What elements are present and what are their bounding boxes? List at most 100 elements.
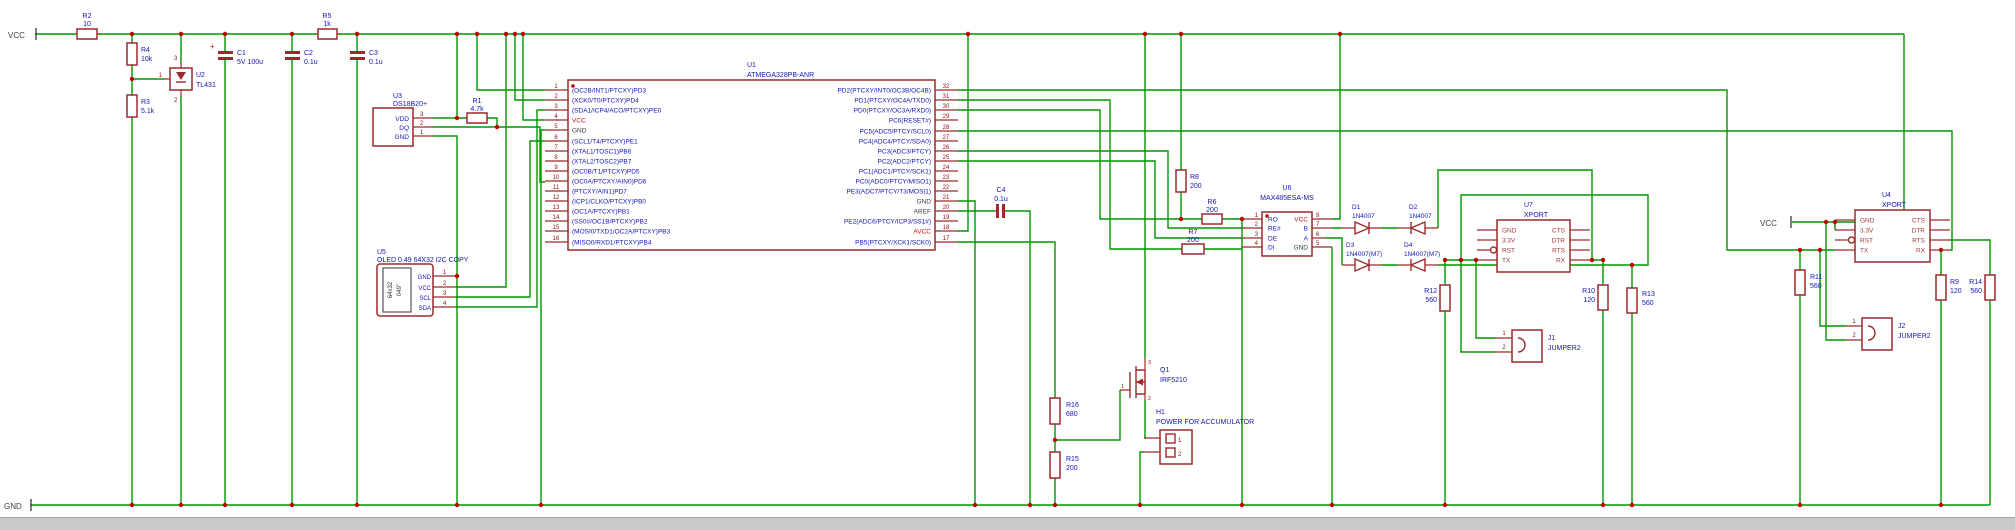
resistor-R15[interactable]: R15 200	[1049, 451, 1079, 479]
resistor-R13[interactable]: R13 560	[1626, 287, 1655, 314]
xport-module-U7[interactable]: U7 XPORT GND 3.3V RST TX CTS DTR RTS RX	[1477, 202, 1590, 273]
resistor-R7[interactable]: R7 200	[1181, 229, 1205, 255]
pin-name: VCC	[572, 118, 586, 125]
pin-number: 23	[943, 175, 950, 181]
capacitor-C1[interactable]: + C1 5V 100u	[210, 42, 263, 66]
resistor-R8[interactable]: R8 200	[1175, 169, 1202, 193]
pin-number: 20	[943, 205, 950, 211]
resistor-R6[interactable]: R6 200	[1201, 199, 1223, 225]
pin-name: PD1(PTCXY/OC4A/TXD0)	[854, 98, 931, 105]
pin-name: GND	[1860, 218, 1875, 225]
ref-label: U4	[1882, 192, 1891, 199]
resistor-R1[interactable]: R1 4.7k	[466, 98, 488, 124]
pin-name: (XCK0/T0/PTCXY)PD4	[572, 98, 639, 105]
pin-number: 3	[554, 104, 558, 110]
gnd-flag[interactable]: GND	[4, 499, 32, 511]
value-label: 1k	[323, 21, 331, 28]
pin-number: 3	[1148, 360, 1151, 366]
value-label: MAX485ESA-MS	[1260, 195, 1314, 202]
oled-module-U5[interactable]: 64x32 049" U5 OLED 0.49 64X32 I2C COPY G…	[376, 249, 469, 317]
pin-number: 1	[554, 84, 558, 90]
polarity-plus-icon: +	[210, 42, 215, 51]
ref-label: U3	[393, 93, 402, 100]
resistor-R10[interactable]: R10 120	[1582, 284, 1609, 311]
connector-H1[interactable]: 1 2 H1 POWER FOR ACCUMULATOR	[1144, 409, 1254, 465]
resistor-R5[interactable]: R5 1k	[317, 13, 338, 40]
resistor-R12[interactable]: R12 560	[1424, 284, 1451, 312]
pin-name: (MISO0/RXD1/PTCXY)PB4	[572, 240, 652, 247]
value-label: 200	[1187, 237, 1199, 244]
vcc-flag-right[interactable]: VCC	[1760, 216, 1792, 228]
pin-number: 4	[443, 301, 447, 307]
value-label: 560	[1970, 288, 1982, 295]
pin-name: (SS0#/OC1B/PTCXY)PB2	[572, 219, 648, 226]
pin-number: 9	[554, 165, 558, 171]
pin-name: RX	[1556, 258, 1566, 265]
pin-name: PB5(PTCXY/XCK1/SCK0)	[855, 240, 931, 247]
shunt-regulator-U2[interactable]: 1 3 2 U2 TL431	[159, 56, 216, 104]
resistor-R9[interactable]: R9 120	[1935, 274, 1962, 301]
ref-label: D1	[1352, 204, 1361, 211]
pin-name: DTR	[1552, 238, 1566, 245]
pin-number: 18	[943, 225, 950, 231]
resistor-R11[interactable]: R11 560	[1794, 269, 1822, 296]
capacitor-C4[interactable]: C4 0.1u	[994, 187, 1008, 218]
pin-number: 2	[443, 281, 447, 287]
ref-label: R4	[141, 47, 150, 54]
horizontal-scrollbar[interactable]	[0, 517, 2015, 530]
pin-name: RTS	[1912, 238, 1926, 245]
jumper-J2[interactable]: 1 2 J2 JUMPER2	[1846, 317, 1931, 351]
mosfet-Q1[interactable]: 3 1 2 Q1 IRF5210	[1120, 358, 1187, 402]
pin-name: (SDA1/ICP4/ACO/PTCXY)PE0	[572, 108, 662, 115]
ref-label: R10	[1582, 288, 1595, 295]
ref-label: D4	[1404, 242, 1413, 249]
diode-D2[interactable]: D2 1N4007	[1398, 204, 1438, 236]
pin-number: 3	[420, 112, 424, 118]
value-label: XPORT	[1524, 212, 1549, 219]
ref-label: C3	[369, 50, 378, 57]
pin-number: 3	[1255, 232, 1259, 238]
value-label: OLED 0.49 64X32 I2C COPY	[377, 257, 469, 264]
ref-label: J1	[1548, 335, 1556, 342]
rs485-transceiver-U6[interactable]: U6 MAX485ESA-MS 1 2 3 4 RO RE# DE DI 8 7…	[1242, 185, 1332, 257]
value-label: ATMEGA328PB-ANR	[747, 72, 814, 79]
pin1-marker-icon	[1265, 214, 1269, 218]
value-label: JUMPER2	[1548, 345, 1581, 352]
pin-number: 25	[943, 155, 950, 161]
ref-label: U1	[747, 62, 756, 69]
pin-number: 30	[943, 104, 950, 110]
value-label: 0.1u	[994, 196, 1008, 203]
pin-number: 1	[1255, 213, 1259, 219]
value-label: 200	[1206, 207, 1218, 214]
value-label: 120	[1583, 297, 1595, 304]
pin-name: B	[1304, 226, 1308, 233]
value-label: 200	[1066, 465, 1078, 472]
pin-name: PD2(PTCXY/INT0/OC3B/OC4B)	[837, 88, 931, 95]
resistor-R3[interactable]: R3 5.1k	[126, 94, 155, 118]
value-label: 1N4007(M7)	[1346, 251, 1382, 258]
resistor-R2[interactable]: R2 10	[76, 13, 98, 40]
resistor-R14[interactable]: R14 560	[1969, 274, 1996, 301]
mcu-U1-atmega328pb[interactable]: U1 ATMEGA328PB-ANR 1 2 3 4 5 6 7 8 9 10 …	[545, 62, 958, 251]
capacitor-C3[interactable]: C3 0.1u	[350, 50, 383, 66]
jumper-J1[interactable]: 1 2 J1 JUMPER2	[1496, 329, 1581, 363]
pin-name: (MOSI0/TXD1/OC2A/PTCXY)PB3	[572, 229, 671, 236]
diode-D1[interactable]: D1 1N4007	[1342, 204, 1382, 236]
temp-sensor-U3[interactable]: U3 DS18B20+ VDD DQ GND 3 2 1	[372, 93, 433, 147]
pin-name: AREF	[914, 209, 931, 216]
xport-module-U4[interactable]: U4 XPORT GND 3.3V RST TX CTS DTR RTS RX	[1835, 192, 1950, 263]
pin-number: 26	[943, 145, 950, 151]
value-label: 4.7k	[470, 106, 484, 113]
resistor-R4[interactable]: R4 10k	[126, 42, 153, 66]
pin-number: 10	[553, 175, 560, 181]
pin-name: RO	[1268, 217, 1278, 224]
ref-label: R6	[1208, 199, 1217, 206]
vcc-flag-left[interactable]: VCC	[8, 28, 37, 40]
pin-number: 2	[1255, 222, 1259, 228]
capacitor-C2[interactable]: C2 0.1u	[285, 50, 318, 66]
ref-label: R9	[1950, 279, 1959, 286]
diode-D4[interactable]: D4 1N4007(M7)	[1398, 242, 1440, 273]
pin-number: 2	[174, 98, 178, 104]
resistor-R16[interactable]: R16 680	[1049, 397, 1079, 425]
diode-D3[interactable]: D3 1N4007(M7)	[1342, 242, 1382, 273]
